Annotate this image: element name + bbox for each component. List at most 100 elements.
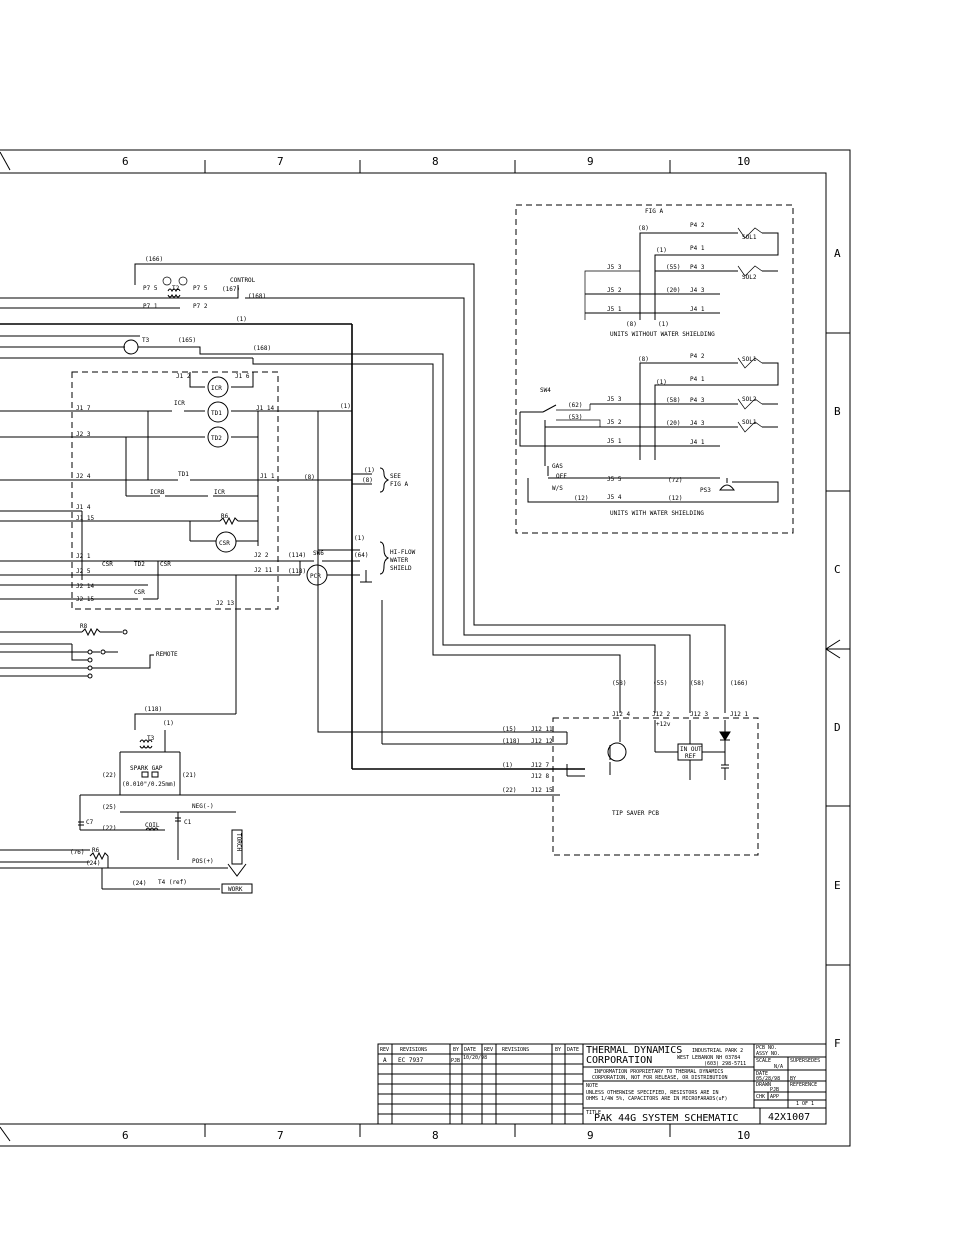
spark-gap-label: SPARK GAP — [130, 765, 163, 772]
wire-12-a: (12) — [574, 495, 588, 502]
shield-label: SHIELD — [390, 565, 412, 572]
company-address-1: INDUSTRIAL PARK 2 — [692, 1048, 743, 1054]
j5-3: J5 3 — [607, 396, 622, 403]
c1-label: C1 — [184, 819, 192, 826]
spark-gap-size: (0.010"/0.25mm) — [122, 781, 176, 788]
date-header-2: DATE — [567, 1047, 579, 1053]
zone-labels: 6 7 8 9 10 6 7 8 9 10 A B C D E F — [122, 155, 841, 1142]
j12-11: J12 11 — [531, 726, 553, 733]
sol2-label: SOL2 — [742, 274, 757, 281]
j2-4: J2 4 — [76, 473, 91, 480]
zone-col-9-bottom: 9 — [587, 1129, 594, 1142]
note-line-2: OHMS 1/4W 5%, CAPACITORS ARE IN MICROFAR… — [586, 1096, 727, 1102]
date-label: DATE — [756, 1071, 768, 1077]
ws-label: W/S — [552, 485, 563, 492]
wire-167: (167) — [222, 286, 240, 293]
rev-a-description: EC 7937 — [398, 1057, 424, 1064]
wire-58: (58) — [666, 397, 680, 404]
j2-13: J2 13 — [216, 600, 234, 607]
icr-coil: ICR — [211, 385, 222, 392]
chk-label: CHK — [756, 1094, 765, 1100]
wire-114: (114) — [288, 552, 306, 559]
wire-1-bottom: (1) — [658, 321, 669, 328]
wire-21: (21) — [182, 772, 196, 779]
sw4-label: SW4 — [540, 387, 551, 394]
proprietary-line-1: INFORMATION PROPRIETARY TO THERMAL DYNAM… — [594, 1069, 723, 1075]
work-label: WORK — [228, 886, 243, 893]
company-name-line-1: THERMAL DYNAMICS — [586, 1045, 682, 1056]
torch-label: TORCH — [235, 833, 242, 851]
water-label: WATER — [390, 557, 408, 564]
fig-a-without-water-shielding: SOL1 SOL2 (8) (1) (55) (20) P4 2 P4 1 P4… — [584, 222, 779, 338]
pcb-no-label: PCB NO. — [756, 1045, 777, 1051]
sol1-label-a: SOL1 — [742, 356, 757, 363]
zone-row-d: D — [834, 721, 841, 734]
j1-1: J1 1 — [260, 473, 275, 480]
r8-label: R8 — [80, 623, 88, 630]
td2-contact: TD2 — [134, 561, 145, 568]
scale-label: SCALE — [756, 1058, 771, 1064]
wire-76: (76) — [70, 849, 84, 856]
j12-12: J12 12 — [531, 738, 553, 745]
j1-2: J1 2 — [176, 373, 191, 380]
zone-row-f: F — [834, 1037, 841, 1050]
wire-22: (22) — [502, 787, 516, 794]
j1-7: J1 7 — [76, 405, 91, 412]
fig-a-panel: FIG A SOL1 SOL2 (8) (1) (55) (20) P4 2 P… — [515, 204, 794, 534]
zone-row-a: A — [834, 247, 841, 260]
zone-col-8-bottom: 8 — [432, 1129, 439, 1142]
wire-118-t3: (118) — [144, 706, 162, 713]
zone-row-e: E — [834, 879, 841, 892]
sol1-label: SOL1 — [742, 234, 757, 241]
zone-col-8-top: 8 — [432, 155, 439, 168]
date-header: DATE — [464, 1047, 476, 1053]
fig-a-title: FIG A — [645, 208, 663, 215]
p4-2: P4 2 — [690, 222, 705, 229]
icr-contact: ICR — [174, 400, 185, 407]
caption-without-water-shielding: UNITS WITHOUT WATER SHIELDING — [610, 331, 715, 338]
proprietary-line-2: CORPORATION, NOT FOR RELEASE, OR DISTRIB… — [592, 1075, 727, 1081]
ps3-label: PS3 — [700, 487, 711, 494]
j12-3: J12 3 — [690, 711, 708, 718]
hi-flow-label: HI-FLOW — [390, 549, 416, 556]
csr-contact-2: CSR — [160, 561, 171, 568]
p4-3: P4 3 — [690, 264, 705, 271]
sw6-label: SW6 — [313, 550, 324, 557]
wire-166: (166) — [730, 680, 748, 687]
j2-5: J2 5 — [76, 568, 91, 575]
revisions-header: REVISIONS — [400, 1047, 427, 1053]
sheet-number: 1 OF 1 — [796, 1101, 814, 1107]
t2-label: T2 — [172, 285, 180, 292]
assy-no-label: ASSY NO. — [756, 1051, 780, 1057]
pos-label: POS(+) — [192, 858, 214, 865]
j5-5: J5 5 — [607, 476, 622, 483]
wire-15: (15) — [502, 726, 516, 733]
note-line-1: UNLESS OTHERWISE SPECIFIED, RESISTORS AR… — [586, 1090, 718, 1096]
caption-with-water-shielding: UNITS WITH WATER SHIELDING — [610, 510, 704, 517]
zone-col-7-bottom: 7 — [277, 1129, 284, 1142]
j12-15: J12 15 — [531, 787, 553, 794]
pcr-coil: PCR — [310, 573, 321, 580]
rev-header-2: REV — [484, 1047, 493, 1053]
csr-coil: CSR — [219, 540, 230, 547]
j5-2: J5 2 — [607, 419, 622, 426]
reference-label: REFERENCE — [790, 1082, 817, 1088]
j5-4: J5 4 — [607, 494, 622, 501]
coil-label: COIL — [145, 822, 160, 829]
fig-a-with-water-shielding: SOL1 SOL2 SOL1 SW4 (62) (53) (8) (1) (58… — [519, 353, 779, 517]
plus-12v: +12v — [656, 721, 671, 728]
company-address-2: WEST LEBANON NH 03784 — [677, 1055, 740, 1061]
csr-contact-1: CSR — [102, 561, 113, 568]
control-label: CONTROL — [230, 277, 256, 284]
tip-saver-label: TIP SAVER PCB — [612, 810, 659, 817]
drawn-label: DRAWN — [756, 1082, 771, 1088]
wire-24-b: (24) — [132, 880, 146, 887]
main-control-circuit: (166) CONTROL (167) (168) P7 5 T2 P7 5 P… — [0, 256, 726, 894]
wire-20: (20) — [666, 420, 680, 427]
td1-coil: TD1 — [211, 410, 222, 417]
c7-label: C7 — [86, 819, 94, 826]
wire-20: (20) — [666, 287, 680, 294]
r6-label: R6 — [221, 513, 229, 520]
remote-label: REMOTE — [156, 651, 178, 658]
j4-3: J4 3 — [690, 420, 705, 427]
